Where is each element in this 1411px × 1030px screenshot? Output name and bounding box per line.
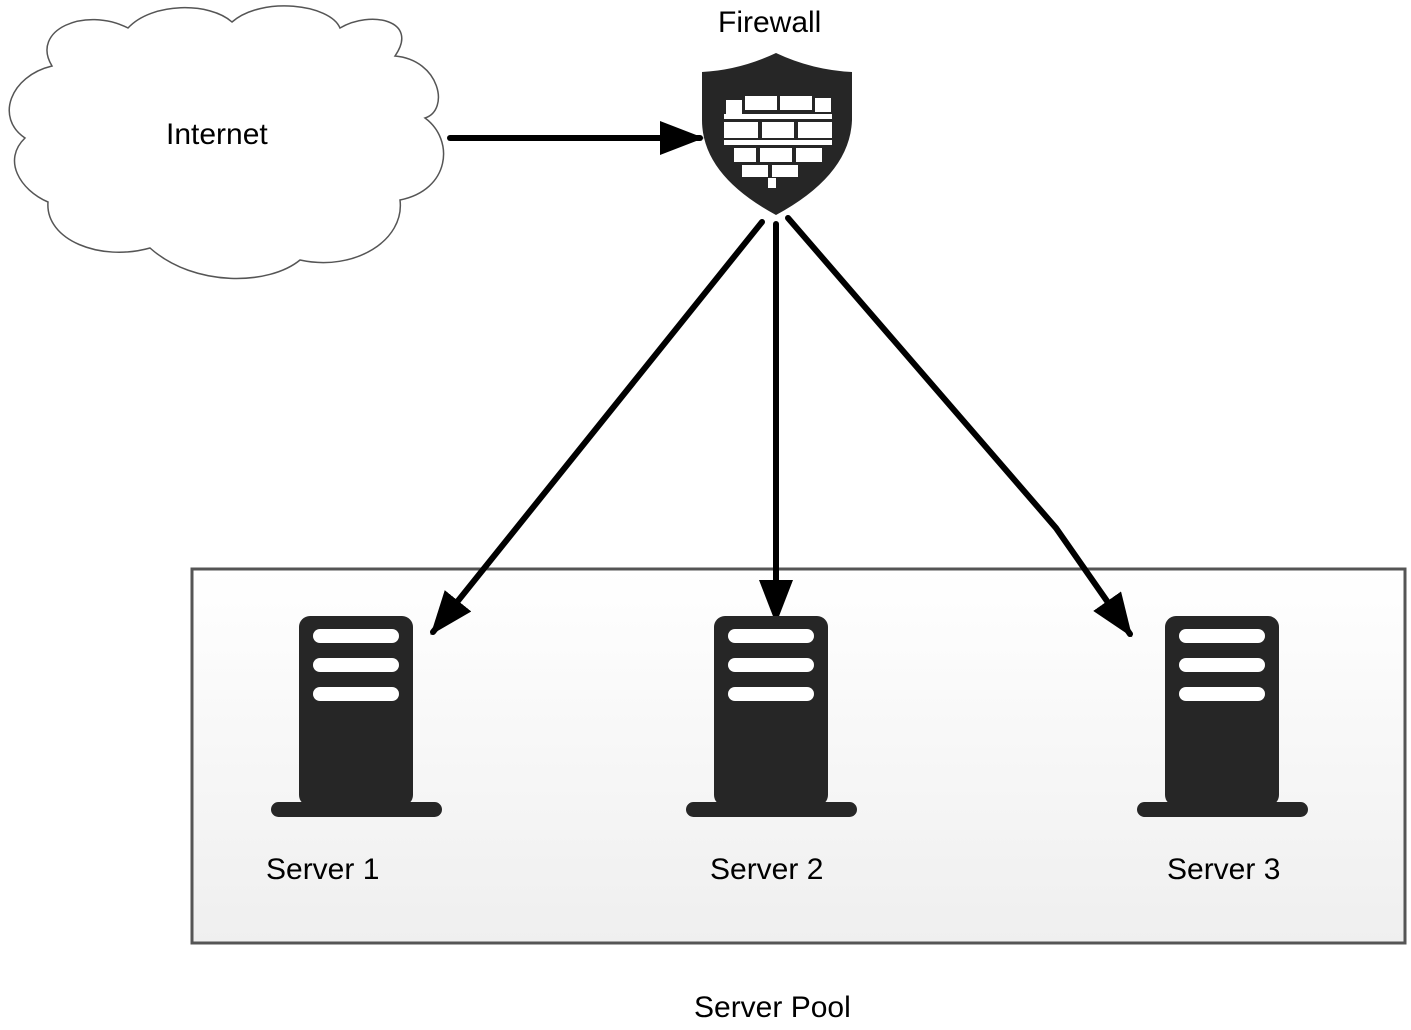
server-3-label: Server 3 bbox=[1167, 853, 1281, 886]
connector-firewall-to-server-1 bbox=[430, 219, 765, 636]
firewall-label: Firewall bbox=[718, 6, 822, 39]
cloud-icon bbox=[8, 5, 445, 280]
connector-firewall-to-server-3 bbox=[785, 215, 1133, 638]
server-1-label: Server 1 bbox=[266, 853, 380, 886]
server-2-label: Server 2 bbox=[710, 853, 824, 886]
firewall-shield-icon bbox=[702, 53, 852, 215]
server-pool-label: Server Pool bbox=[694, 991, 851, 1024]
internet-label: Internet bbox=[166, 118, 268, 151]
